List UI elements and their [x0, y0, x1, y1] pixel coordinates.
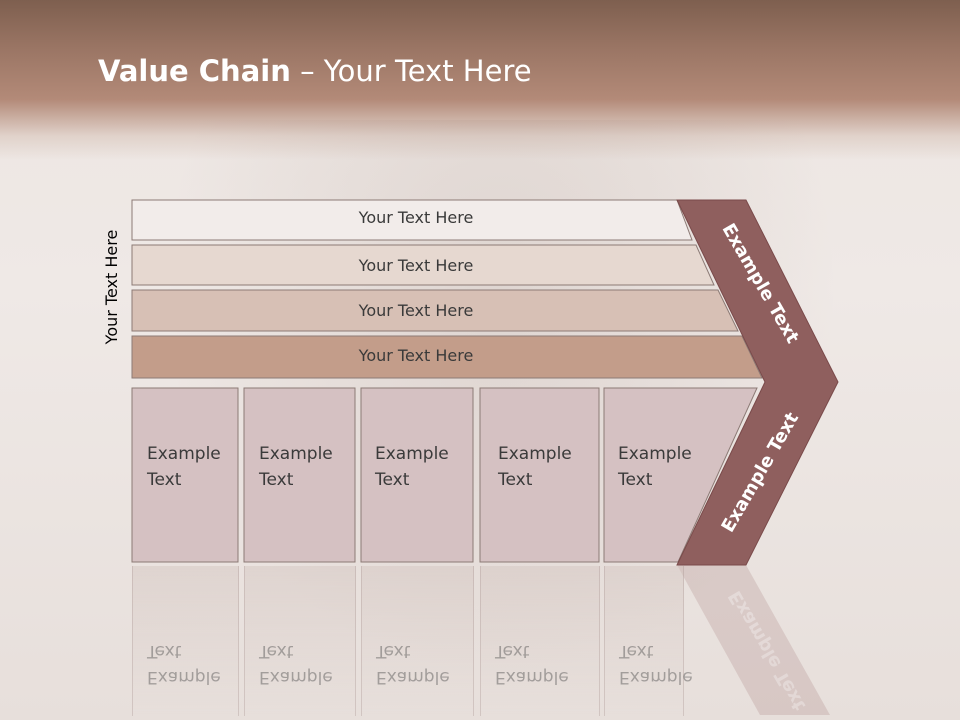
chevron-reflection: [677, 565, 830, 715]
bar-2-label: Your Text Here: [358, 256, 474, 275]
box-4-text: Example Text: [484, 388, 599, 562]
box-1-line-2: Text: [147, 470, 182, 490]
box-1-line-1: Example: [147, 444, 221, 464]
box-3: [360, 387, 474, 563]
box-2-line-2: Text: [259, 470, 294, 490]
box-1: [131, 387, 239, 563]
box-5-line-2: Text: [618, 470, 653, 490]
bar-1-label: Your Text Here: [358, 208, 474, 227]
title-bold: Value Chain: [98, 54, 291, 88]
box-2-line-1: Example: [259, 444, 333, 464]
bar-3: [131, 289, 739, 332]
bar-3-label: Your Text Here: [358, 301, 474, 320]
box-1-text: Example Text: [133, 388, 239, 562]
chevron-arrow: [676, 199, 839, 566]
box-5-text: Example Text: [604, 388, 714, 562]
box-3-text: Example Text: [361, 388, 473, 562]
bar-4-label: Your Text Here: [358, 346, 474, 365]
box-5-line-1: Example: [618, 444, 692, 464]
title-rest: – Your Text Here: [290, 54, 532, 88]
slide-title: Value Chain – Your Text Here: [98, 54, 532, 88]
box-4: [479, 387, 600, 563]
box-4-line-1: Example: [498, 444, 572, 464]
box-4-line-2: Text: [498, 470, 533, 490]
box-3-line-2: Text: [375, 470, 410, 490]
box-3-line-1: Example: [375, 444, 449, 464]
box-2: [243, 387, 356, 563]
bar-4: [131, 335, 763, 379]
box-2-text: Example Text: [245, 388, 356, 562]
header-band: [0, 0, 960, 160]
bar-2: [131, 244, 715, 286]
bar-1: [131, 199, 693, 241]
